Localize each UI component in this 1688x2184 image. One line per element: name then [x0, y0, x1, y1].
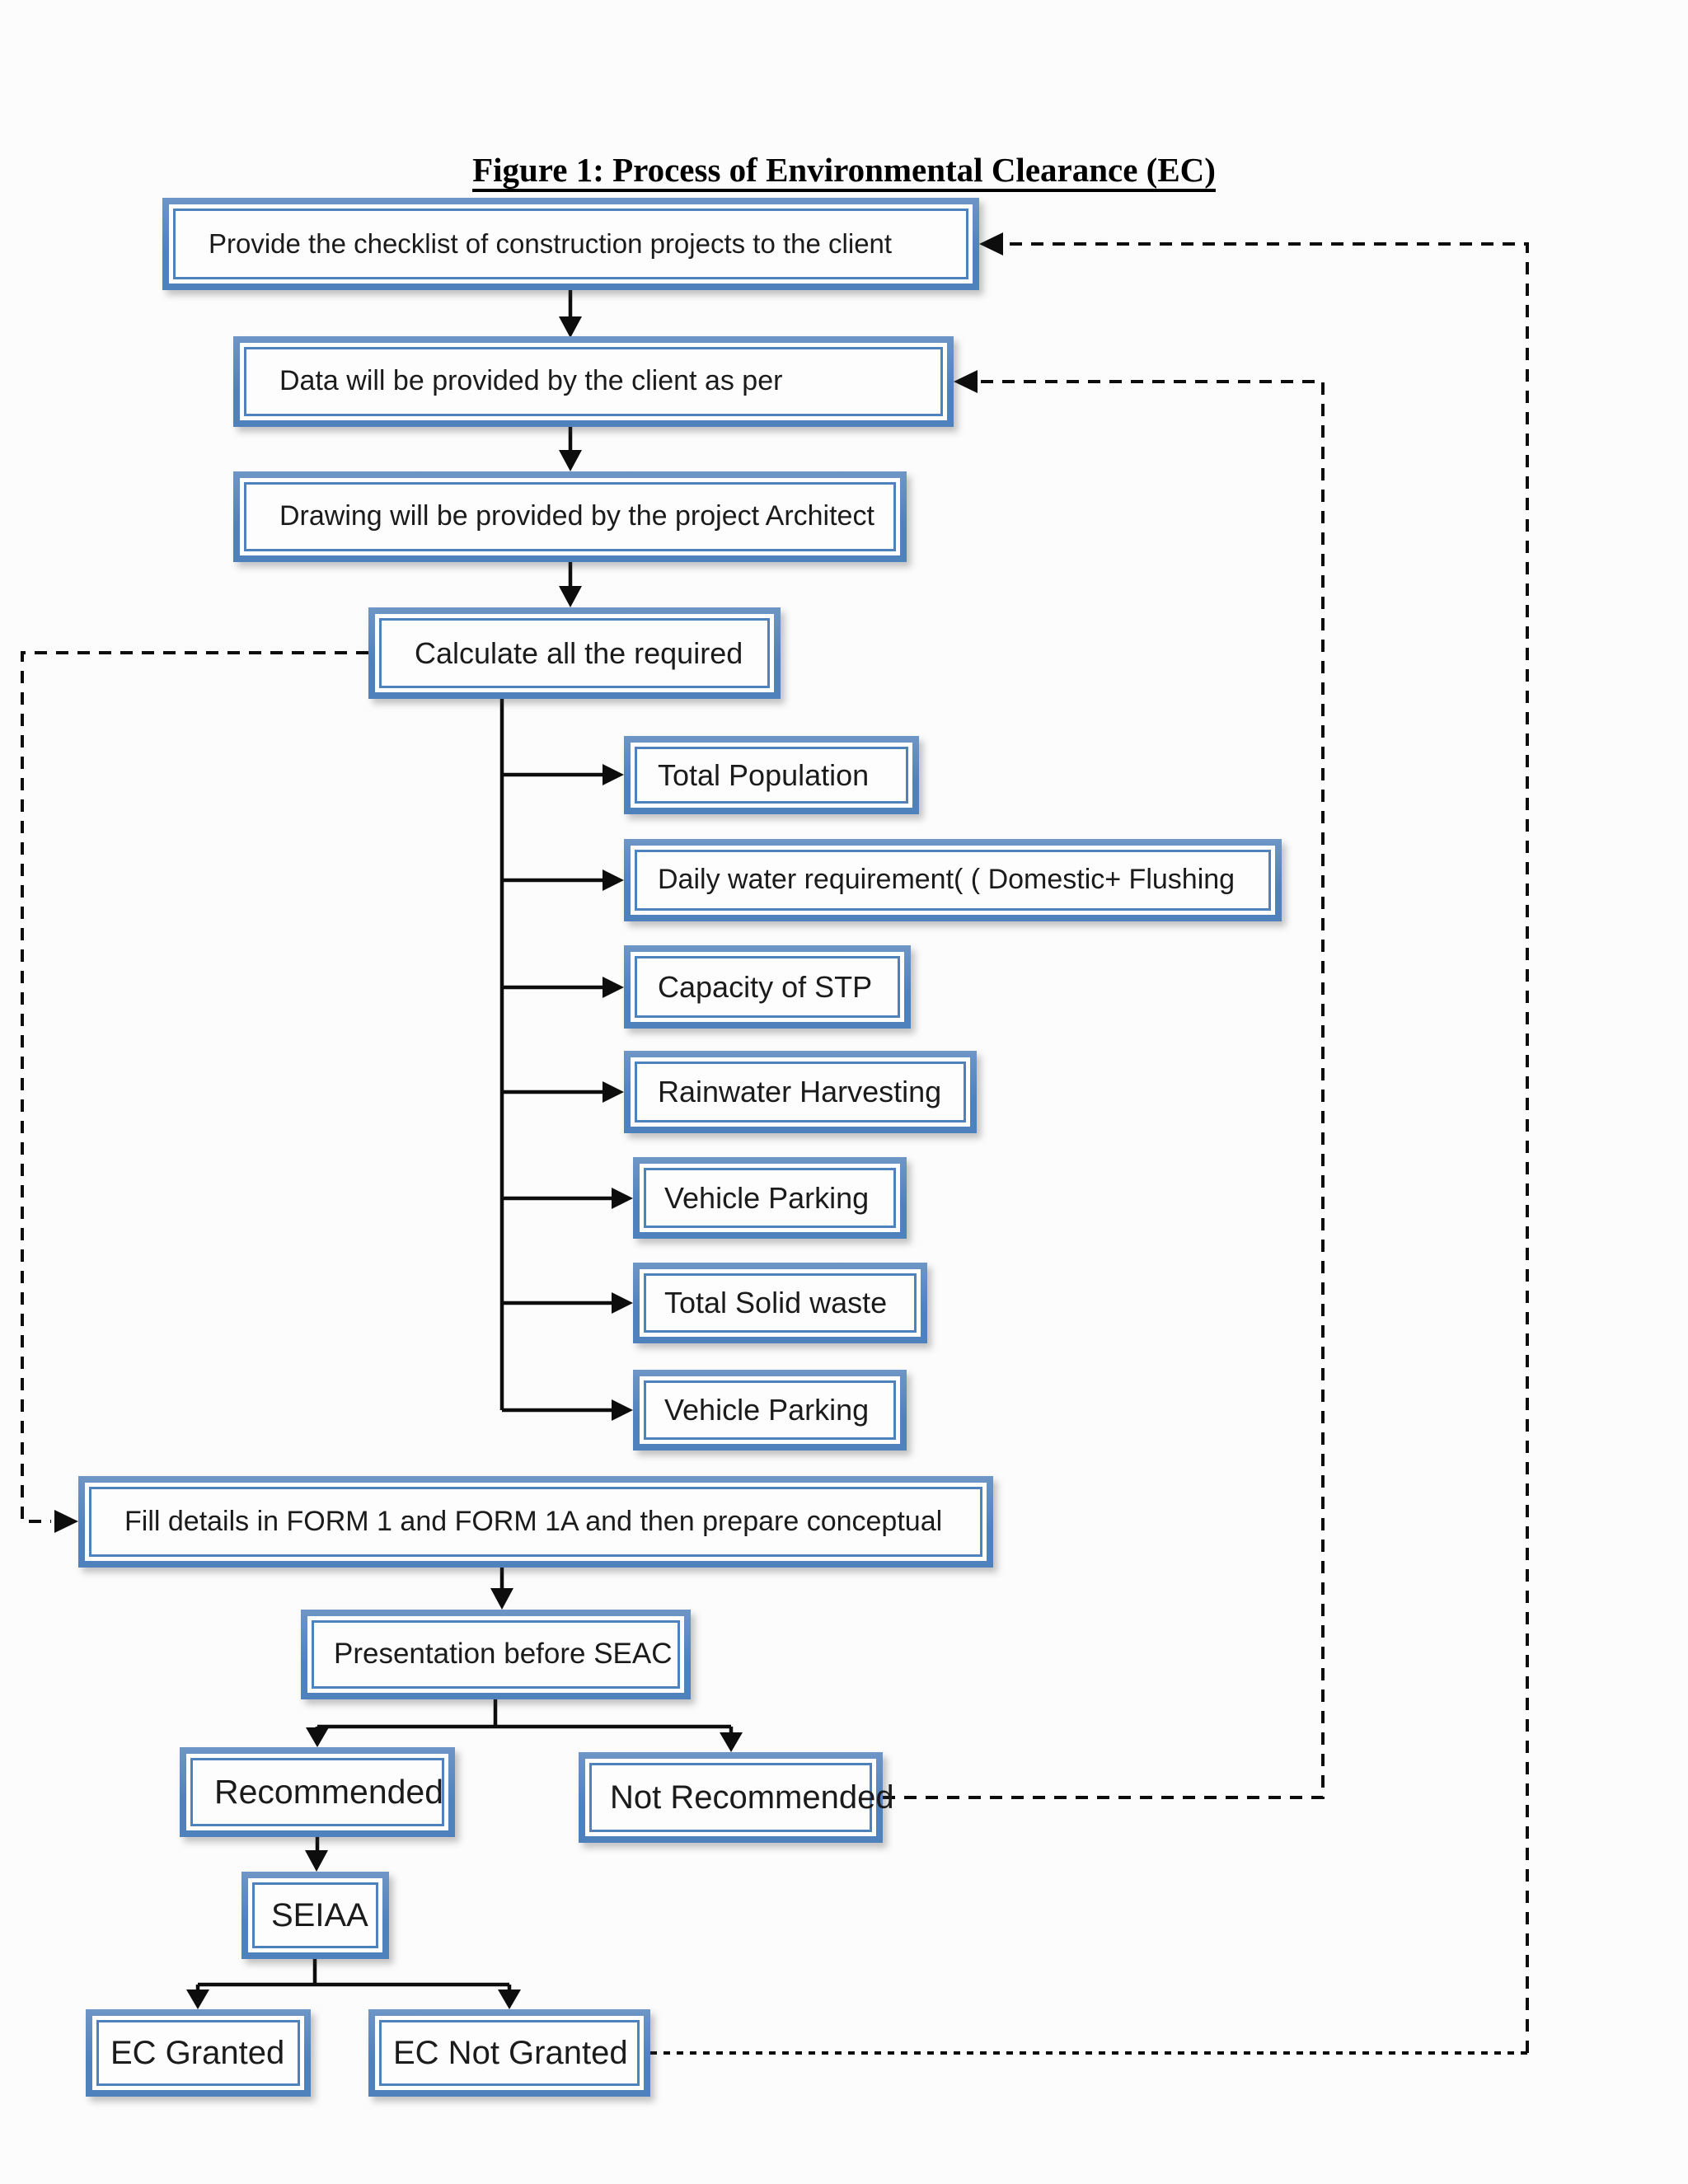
node-capacity-stp-label: Capacity of STP: [658, 969, 873, 1004]
connector-dashed-notrecommended-to-data: [883, 370, 1325, 1799]
connector-branch-capacity-stp: [502, 977, 624, 998]
node-presentation-seac: Presentation before SEAC: [301, 1610, 691, 1699]
node-drawing-provided-label: Drawing will be provided by the project …: [279, 500, 874, 532]
connector-fillform-to-presentation: [490, 1568, 513, 1610]
connector-branch-total-population: [502, 764, 624, 785]
node-recommended: Recommended: [180, 1747, 455, 1837]
node-rainwater-harvesting-label: Rainwater Harvesting: [658, 1075, 942, 1109]
node-vehicle-parking-2: Vehicle Parking: [633, 1370, 907, 1451]
node-total-solid-waste-label: Total Solid waste: [664, 1286, 888, 1320]
node-seiaa: SEIAA: [241, 1872, 389, 1959]
node-not-recommended: Not Recommended: [579, 1752, 894, 1843]
connector-data-to-drawing: [559, 427, 582, 471]
node-provide-checklist-label: Provide the checklist of construction pr…: [209, 227, 893, 259]
connector-seiaa-split: [186, 1959, 521, 2009]
connector-branch-vehicle-parking-1: [502, 1188, 633, 1209]
connector-recommended-to-seiaa: [305, 1837, 328, 1872]
node-capacity-stp: Capacity of STP: [624, 945, 911, 1029]
figure-title: Figure 1: Process of Environmental Clear…: [472, 151, 1216, 189]
node-not-recommended-label: Not Recommended: [610, 1779, 894, 1816]
node-ec-granted-label: EC Granted: [110, 2035, 285, 2071]
connector-branch-rainwater: [502, 1081, 624, 1103]
node-recommended-label: Recommended: [214, 1772, 444, 1811]
node-drawing-provided: Drawing will be provided by the project …: [233, 471, 907, 562]
connector-branch-total-solid-waste: [502, 1292, 633, 1314]
connector-drawing-to-calculate: [559, 562, 582, 607]
node-total-solid-waste: Total Solid waste: [633, 1263, 927, 1343]
node-data-provided: Data will be provided by the client as p…: [233, 336, 954, 427]
node-calculate-required-label: Calculate all the required: [415, 635, 743, 670]
node-ec-granted: EC Granted: [86, 2009, 311, 2097]
node-presentation-seac-label: Presentation before SEAC: [334, 1638, 673, 1671]
node-fill-form-label: Fill details in FORM 1 and FORM 1A and t…: [124, 1505, 943, 1537]
connector-provide-to-data: [559, 290, 582, 338]
node-ec-not-granted: EC Not Granted: [368, 2009, 650, 2097]
node-vehicle-parking-2-label: Vehicle Parking: [664, 1393, 870, 1427]
connector-branch-vehicle-parking-2: [502, 1399, 633, 1421]
node-total-population-label: Total Population: [658, 757, 870, 792]
node-fill-form: Fill details in FORM 1 and FORM 1A and t…: [78, 1476, 993, 1568]
node-total-population: Total Population: [624, 736, 919, 814]
connector-branch-daily-water: [502, 869, 624, 891]
connector-presentation-split: [306, 1699, 743, 1752]
connector-dashed-ecnotgranted-to-provide: [650, 232, 1529, 2055]
node-daily-water: Daily water requirement( ( Domestic+ Flu…: [624, 839, 1282, 921]
node-vehicle-parking-1: Vehicle Parking: [633, 1157, 907, 1239]
node-provide-checklist: Provide the checklist of construction pr…: [162, 198, 979, 290]
node-calculate-required: Calculate all the required: [368, 607, 781, 699]
node-ec-not-granted-label: EC Not Granted: [393, 2035, 628, 2071]
node-rainwater-harvesting: Rainwater Harvesting: [624, 1051, 977, 1133]
node-vehicle-parking-1-label: Vehicle Parking: [664, 1180, 870, 1215]
node-daily-water-label: Daily water requirement( ( Domestic+ Flu…: [658, 864, 1236, 896]
node-data-provided-label: Data will be provided by the client as p…: [279, 365, 783, 397]
node-seiaa-label: SEIAA: [271, 1897, 368, 1933]
connector-dashed-calculate-to-fillform: [21, 651, 368, 1533]
